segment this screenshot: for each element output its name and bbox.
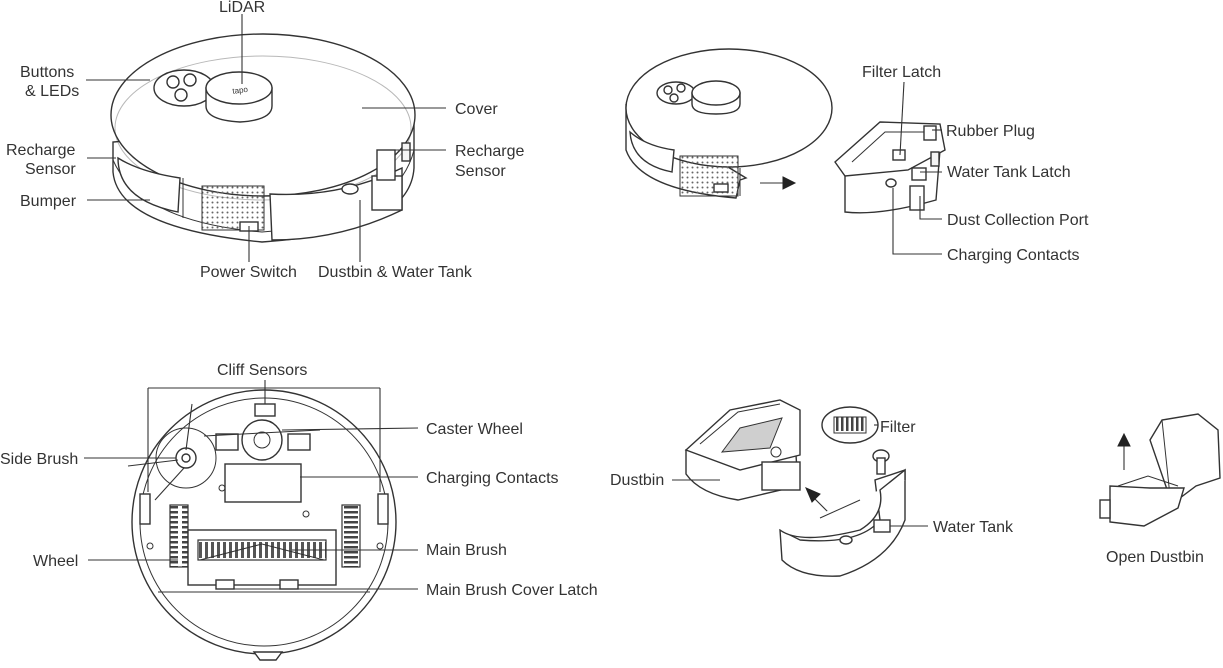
label-charging-contacts-top: Charging Contacts <box>947 247 1080 264</box>
label-cliff-sensors: Cliff Sensors <box>217 362 307 379</box>
label-side-brush: Side Brush <box>0 451 78 468</box>
right-wheel <box>341 504 361 568</box>
label-rubber-plug: Rubber Plug <box>946 123 1035 140</box>
label-water-tank-latch: Water Tank Latch <box>947 164 1071 181</box>
label-recharge-sensor-right-2: Sensor <box>455 163 506 180</box>
label-main-brush-cover-latch: Main Brush Cover Latch <box>426 582 598 599</box>
label-filter: Filter <box>880 419 916 436</box>
label-caster-wheel: Caster Wheel <box>426 421 523 438</box>
label-recharge-sensor-left-2: Sensor <box>25 161 76 178</box>
label-water-tank: Water Tank <box>933 519 1014 536</box>
water-tank-latch-part <box>911 167 927 181</box>
svg-text:tapo: tapo <box>232 85 249 96</box>
label-filter-latch: Filter Latch <box>862 64 941 81</box>
filter-latch-part <box>892 149 906 161</box>
label-charging-contacts-bottom: Charging Contacts <box>426 470 559 487</box>
left-wheel <box>169 504 189 568</box>
cliff-sensor-front <box>254 403 276 417</box>
label-cover: Cover <box>455 101 498 118</box>
label-dustbin: Dustbin <box>610 472 664 489</box>
main-brush-latch-left <box>215 579 235 590</box>
dustbin-tray <box>1109 485 1185 527</box>
charging-contacts-pad <box>224 463 302 503</box>
leader-lines <box>84 14 942 590</box>
labels: LiDAR Buttons & LEDs Cover Recharge Sens… <box>0 0 1204 599</box>
open-dustbin <box>1099 413 1221 527</box>
dust-port-part <box>909 185 925 211</box>
label-power-switch: Power Switch <box>200 264 297 281</box>
label-open-dustbin: Open Dustbin <box>1106 549 1204 566</box>
cliff-sensor-left <box>215 433 239 451</box>
label-dustbin-water-tank: Dustbin & Water Tank <box>318 264 473 281</box>
label-lidar: LiDAR <box>219 0 265 16</box>
label-recharge-sensor-left-1: Recharge <box>6 142 75 159</box>
robot-top-view: tapo <box>110 33 416 243</box>
main-brush-latch-right <box>279 579 299 590</box>
label-buttons-leds-2: & LEDs <box>25 83 79 100</box>
label-bumper: Bumper <box>20 193 77 210</box>
robot-bottom-view <box>127 389 397 661</box>
rubber-plug-part <box>923 125 937 141</box>
caster-wheel <box>241 419 283 461</box>
cliff-sensor-right <box>287 433 311 451</box>
filter-in-dustbin <box>720 417 783 453</box>
dustbin-water-tank-exploded <box>684 399 906 577</box>
label-dust-collection-port: Dust Collection Port <box>947 212 1089 229</box>
bumper-window <box>117 156 181 213</box>
label-wheel: Wheel <box>33 553 78 570</box>
label-buttons-leds-1: Buttons <box>20 64 74 81</box>
label-main-brush: Main Brush <box>426 542 507 559</box>
label-recharge-sensor-right-1: Recharge <box>455 143 524 160</box>
